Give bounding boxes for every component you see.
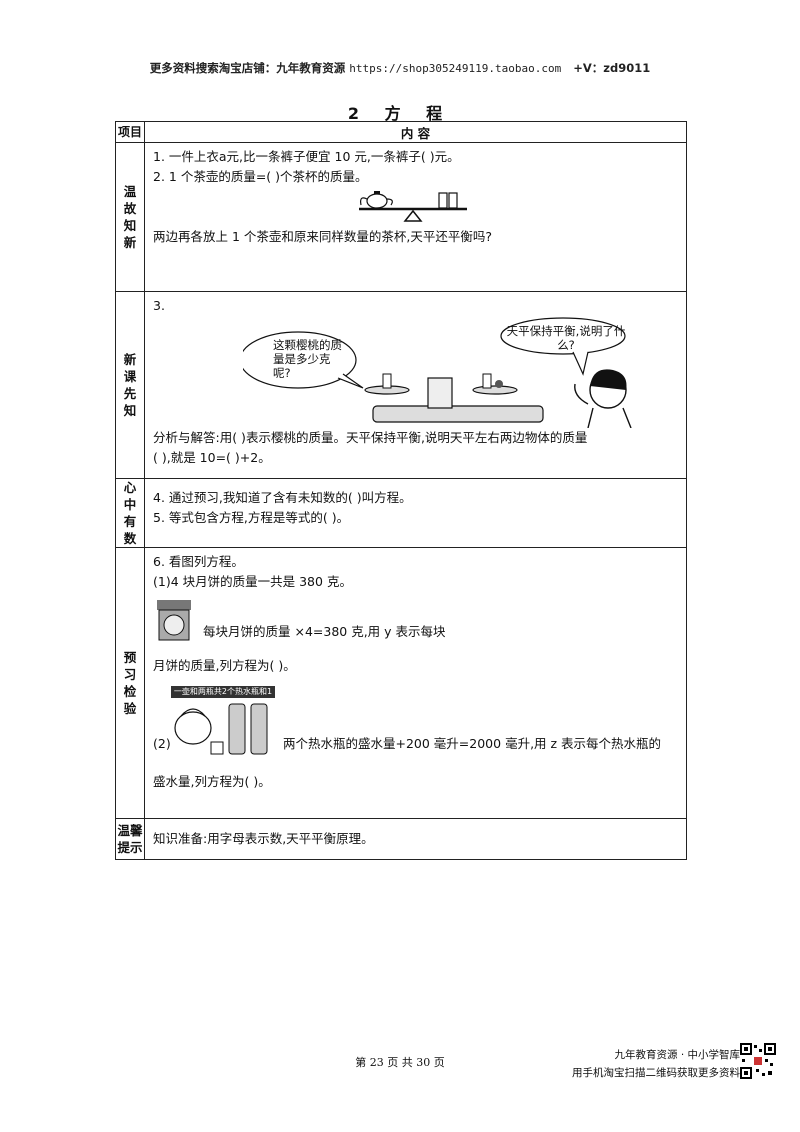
preview-q3: 3. — [153, 298, 165, 313]
section-mind: 心中有数 4. 通过预习,我知道了含有未知数的( )叫方程。 5. 等式包含方程… — [115, 478, 687, 548]
footer-brand: 九年教育资源 · 中小学智库 用手机淘宝扫描二维码获取更多资料 — [564, 1046, 740, 1082]
head-content: 内 容 — [144, 121, 687, 143]
cups-icon — [438, 192, 458, 209]
check-q6a-line2: 月饼的质量,列方程为( )。 — [153, 658, 296, 673]
label-mind: 心中有数 — [115, 478, 145, 548]
check-q6b-line1: 两个热水瓶的盛水量+200 毫升=2000 毫升,用 z 表示每个热水瓶的 — [283, 736, 662, 751]
balance-cherry-scene: 这颗樱桃的质量是多少克呢? 天平保持平衡,说明了什么? — [153, 316, 678, 428]
label-tips: 温馨提示 — [115, 818, 145, 860]
label-review: 温故知新 — [115, 142, 145, 292]
review-q2b: 两边再各放上 1 个茶壶和原来同样数量的茶杯,天平还平衡吗? — [153, 229, 493, 244]
content-mind: 4. 通过预习,我知道了含有未知数的( )叫方程。 5. 等式包含方程,方程是等… — [144, 478, 687, 548]
review-q2: 2. 1 个茶壶的质量=( )个茶杯的质量。 — [153, 169, 368, 184]
mind-q5: 5. 等式包含方程,方程是等式的( )。 — [153, 510, 350, 525]
cherry-icon — [495, 380, 503, 388]
preview-answer2: ( ),就是 10=( )+2。 — [153, 450, 271, 465]
section-preview: 新课先知 3. — [115, 291, 687, 479]
label-preview: 新课先知 — [115, 291, 145, 479]
worksheet-table: 项目 内 容 温故知新 1. 一件上衣a元,比一条裤子便宜 10 元,一条裤子(… — [115, 121, 687, 860]
footer-brand-line2: 用手机淘宝扫描二维码获取更多资料 — [572, 1067, 740, 1079]
sign-banner: 一壶和两瓶共2个热水瓶和1壶 — [171, 686, 275, 698]
section-review: 温故知新 1. 一件上衣a元,比一条裤子便宜 10 元,一条裤子( )元。 2.… — [115, 142, 687, 292]
thermos-icon — [228, 703, 246, 755]
page-header: 更多资料搜索淘宝店铺：九年教育资源 https://shop305249119.… — [0, 60, 800, 76]
q6b-picture-row: 一壶和两瓶共2个热水瓶和1壶 — [153, 686, 678, 756]
section-tips: 温馨提示 知识准备:用字母表示数,天平平衡原理。 — [115, 818, 687, 860]
balance-teapot-cups-picture — [359, 191, 467, 222]
mooncake-scale-icon — [157, 600, 191, 641]
thermos-icon-2 — [250, 703, 268, 755]
doc-title: 2 方 程 — [347, 104, 453, 123]
check-q6b-line2: 盛水量,列方程为( )。 — [153, 774, 271, 789]
kettle-thermos-picture — [174, 703, 268, 755]
content-review: 1. 一件上衣a元,比一条裤子便宜 10 元,一条裤子( )元。 2. 1 个茶… — [144, 142, 687, 292]
label-check: 预习检验 — [115, 547, 145, 819]
q6a-row: 每块月饼的质量 ×4=380 克,用 y 表示每块 — [153, 596, 678, 642]
mind-q4: 4. 通过预习,我知道了含有未知数的( )叫方程。 — [153, 490, 412, 505]
bubble-right-text: 天平保持平衡,说明了什么? — [506, 324, 626, 352]
qr-code-icon[interactable] — [740, 1043, 776, 1079]
left-weight-icon — [382, 373, 392, 389]
right-pan — [472, 385, 518, 395]
header-shop-text: 更多资料搜索淘宝店铺：九年教育资源 — [149, 61, 346, 75]
content-preview: 3. — [144, 291, 687, 479]
head-item: 项目 — [115, 121, 145, 143]
check-q6b-num: (2) — [153, 736, 171, 751]
teapot-icon — [360, 191, 393, 209]
check-q6: 6. 看图列方程。 — [153, 554, 244, 569]
section-check: 预习检验 6. 看图列方程。 (1)4 块月饼的质量一共是 380 克。 每块月… — [115, 547, 687, 819]
table-head-row: 项目 内 容 — [115, 121, 687, 143]
header-url[interactable]: https://shop305249119.taobao.com — [349, 62, 562, 75]
balance-base — [372, 405, 544, 423]
preview-answer1: 分析与解答:用( )表示樱桃的质量。天平保持平衡,说明天平左右两边物体的质量 — [153, 430, 588, 445]
right-weight-icon — [482, 373, 492, 389]
review-q1: 1. 一件上衣a元,比一条裤子便宜 10 元,一条裤子( )元。 — [153, 149, 460, 164]
check-q6a-line1: 每块月饼的质量 ×4=380 克,用 y 表示每块 — [203, 624, 446, 639]
kettle-icon — [174, 711, 212, 745]
content-tips: 知识准备:用字母表示数,天平平衡原理。 — [144, 818, 687, 860]
footer-brand-line1: 九年教育资源 · 中小学智库 — [614, 1049, 740, 1061]
check-q6a: (1)4 块月饼的质量一共是 380 克。 — [153, 574, 352, 589]
header-contact: +V：zd9011 — [573, 61, 651, 75]
boy-icon — [574, 369, 632, 428]
balance-cherry-picture — [243, 317, 632, 428]
bubble-left-text: 这颗樱桃的质量是多少克呢? — [273, 338, 342, 380]
content-check: 6. 看图列方程。 (1)4 块月饼的质量一共是 380 克。 每块月饼的质量 … — [144, 547, 687, 819]
page-number: 第 23 页 共 30 页 — [355, 1056, 445, 1069]
q6b-row: (2) 两个热水瓶的盛水量+200 毫升=2000 毫升,用 z 表示每个热水瓶… — [153, 734, 678, 754]
